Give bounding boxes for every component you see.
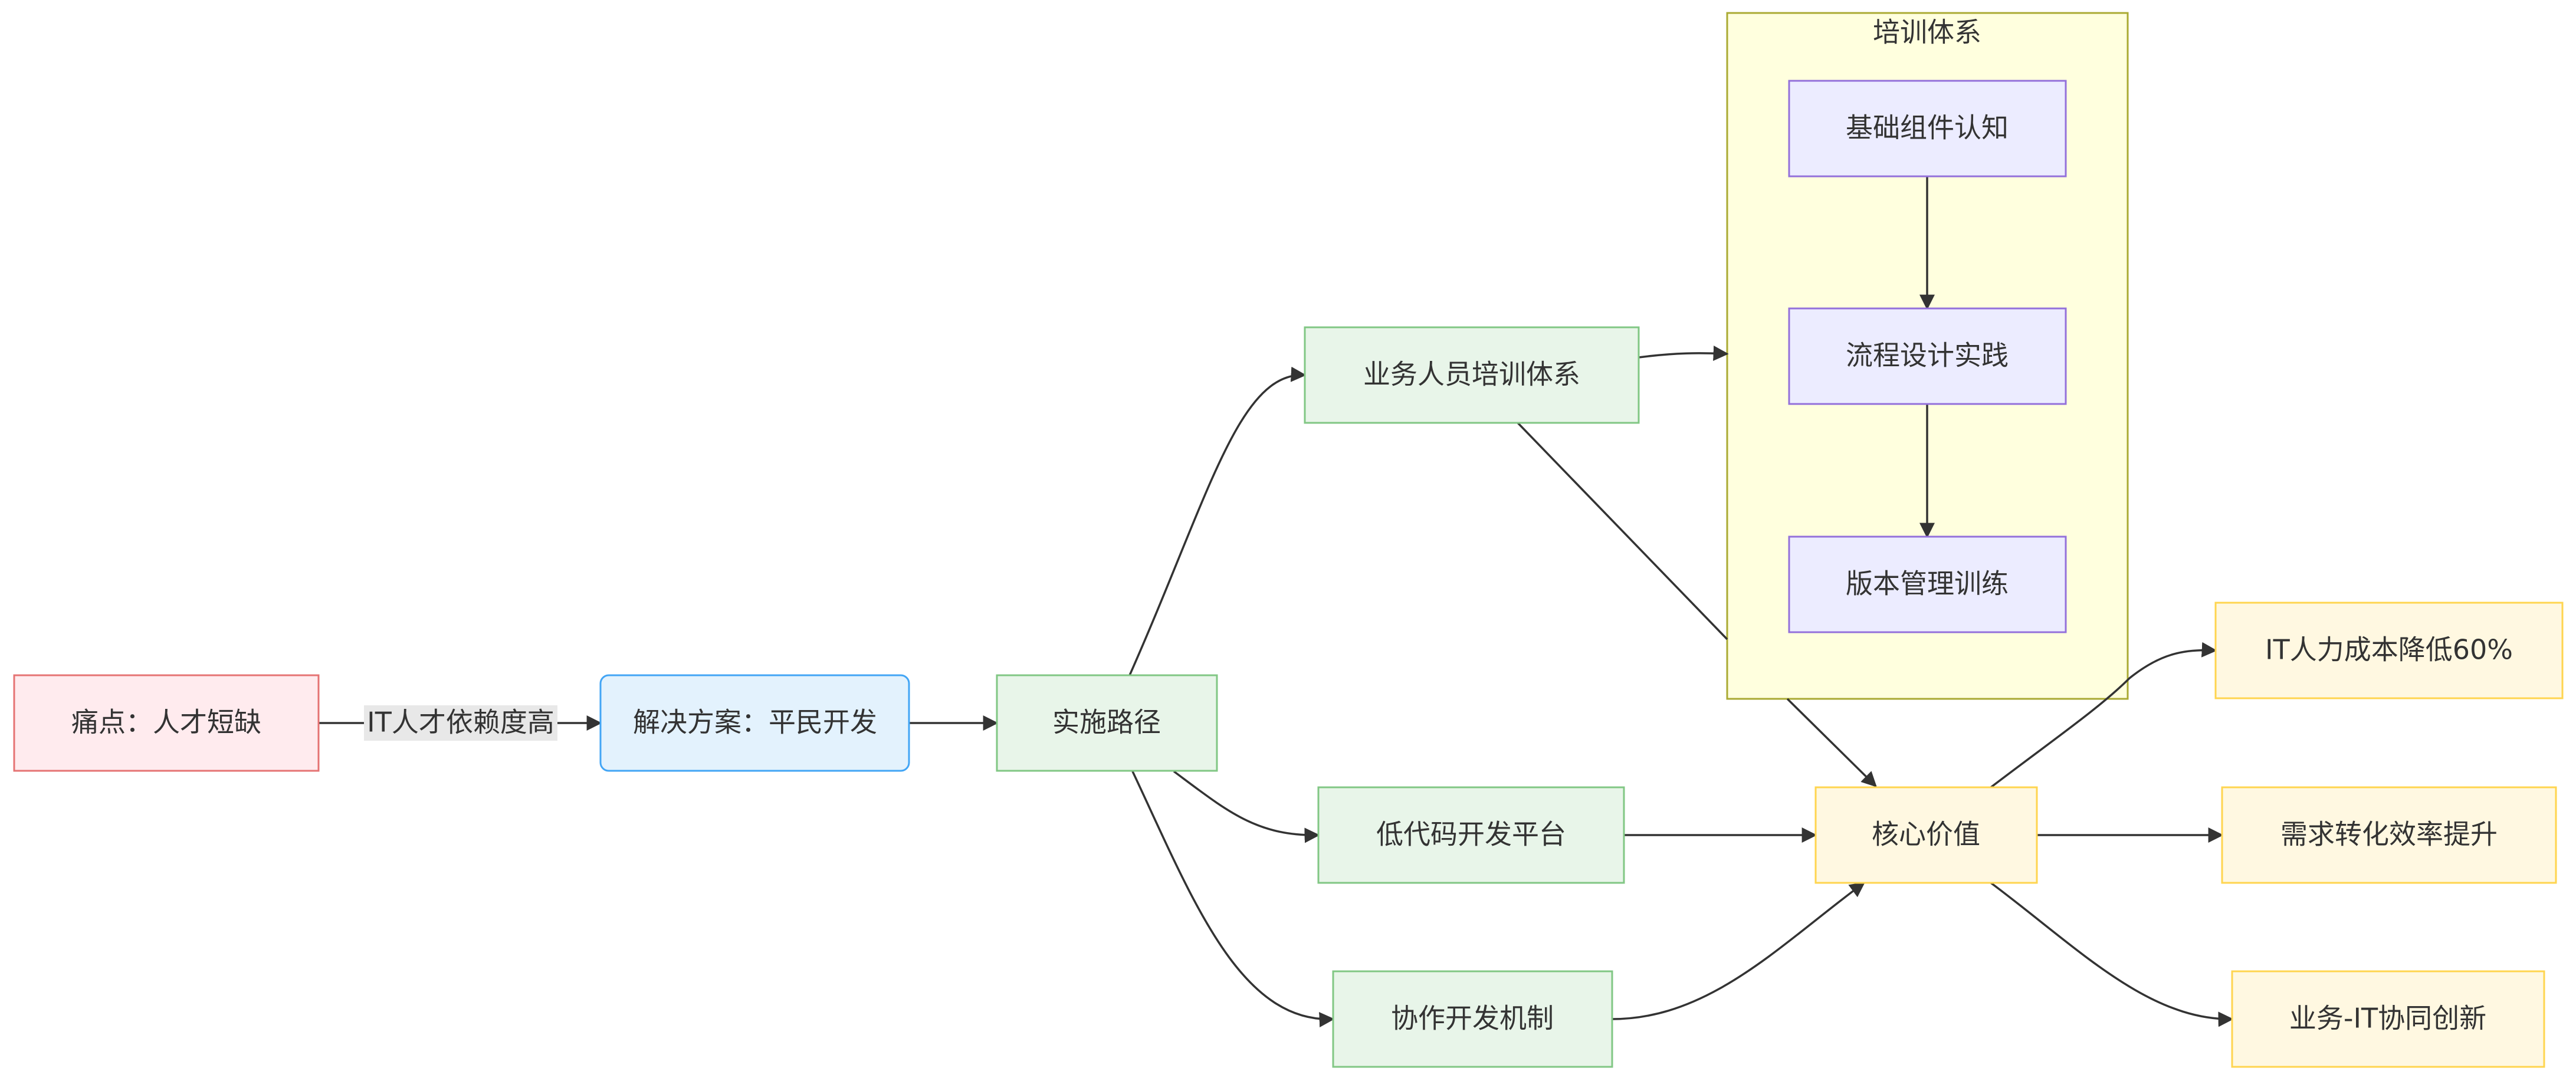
edge-label-background <box>364 705 557 741</box>
node-lowcode-label: 低代码开发平台 <box>1376 819 1566 850</box>
edge-core-to-innovation <box>1990 882 2234 1027</box>
node-training[interactable]: 业务人员培训体系 <box>1304 326 1640 424</box>
node-lowcode[interactable]: 低代码开发平台 <box>1317 786 1625 884</box>
node-innovation-label: 业务-IT协同创新 <box>2289 1003 2486 1034</box>
edge-label-it-dependency: IT人才依赖度高 <box>364 705 557 741</box>
node-core[interactable]: 核心价值 <box>1814 786 2038 884</box>
node-pain[interactable]: 痛点：人才短缺 <box>13 674 320 772</box>
edge-collab-to-core <box>1612 882 1866 1020</box>
node-cost-label: IT人力成本降低60% <box>2265 634 2513 666</box>
edge-training-to-cluster <box>1638 346 1729 362</box>
node-path[interactable]: 实施路径 <box>996 674 1218 772</box>
edge-label-text: IT人才依赖度高 <box>367 707 554 738</box>
node-solution-label: 解决方案：平民开发 <box>633 707 877 738</box>
node-version-label: 版本管理训练 <box>1846 568 2009 600</box>
edge-path-to-collab <box>1131 771 1335 1027</box>
node-process[interactable]: 流程设计实践 <box>1788 307 2067 405</box>
node-efficiency-label: 需求转化效率提升 <box>2280 819 2498 850</box>
node-cost[interactable]: IT人力成本降低60% <box>2214 602 2564 699</box>
edges <box>319 176 2234 1027</box>
node-basic[interactable]: 基础组件认知 <box>1788 80 2067 178</box>
edge-core-to-cost <box>1990 642 2217 788</box>
node-version[interactable]: 版本管理训练 <box>1788 535 2067 633</box>
node-training-label: 业务人员培训体系 <box>1363 359 1580 390</box>
node-basic-label: 基础组件认知 <box>1846 112 2009 144</box>
cluster-title: 培训体系 <box>1873 17 1981 48</box>
edge-training-to-core <box>1517 422 1876 786</box>
node-innovation[interactable]: 业务-IT协同创新 <box>2231 970 2545 1068</box>
nodes: 痛点：人才短缺 解决方案：平民开发 实施路径 业务人员培训体系 低代码开发平台 … <box>13 80 2564 1068</box>
node-collab[interactable]: 协作开发机制 <box>1332 970 1613 1068</box>
edge-path-to-lowcode <box>1173 770 1320 843</box>
edge-path-to-training <box>1128 366 1307 676</box>
node-solution[interactable]: 解决方案：平民开发 <box>599 674 910 772</box>
node-pain-label: 痛点：人才短缺 <box>71 707 261 738</box>
node-process-label: 流程设计实践 <box>1846 340 2009 372</box>
node-efficiency[interactable]: 需求转化效率提升 <box>2221 786 2557 884</box>
node-collab-label: 协作开发机制 <box>1391 1003 1554 1034</box>
node-core-label: 核心价值 <box>1872 819 1980 850</box>
node-path-label: 实施路径 <box>1052 707 1161 738</box>
